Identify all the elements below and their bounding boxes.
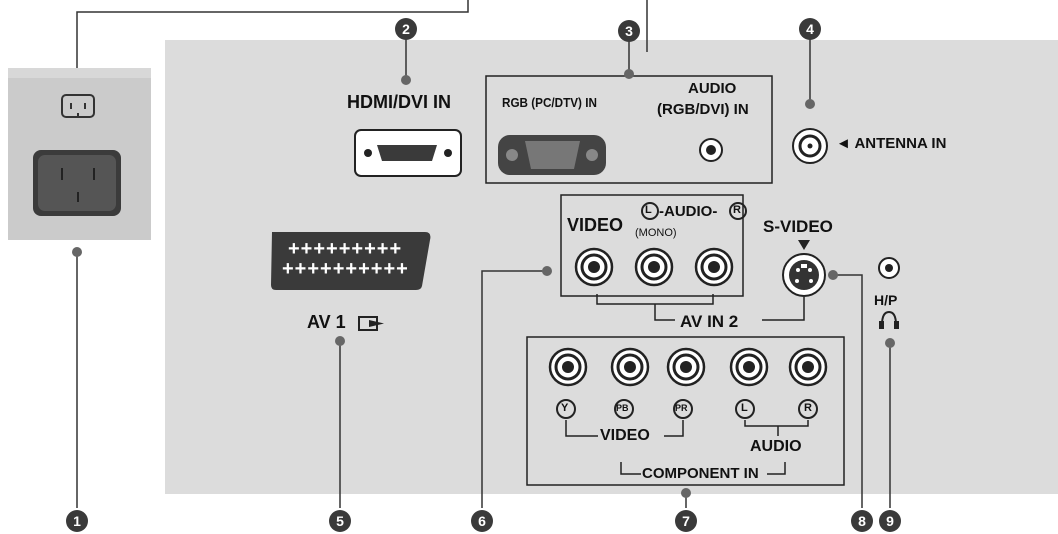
callout-7: 7: [675, 510, 697, 532]
comp-r-label: R: [804, 402, 812, 414]
comp-pb-label: PB: [616, 403, 629, 413]
hp-label: H/P: [874, 292, 898, 308]
callout-2: 2: [395, 18, 417, 40]
comp-y-label: Y: [561, 402, 569, 414]
av-in2-jacks: [574, 247, 734, 287]
audio-lr-label: -AUDIO-: [659, 203, 718, 220]
callout-4: 4: [799, 18, 821, 40]
comp-video-label: VIDEO: [600, 427, 650, 444]
audio-rgb-jack: [699, 138, 723, 162]
down-triangle-icon: [798, 240, 810, 250]
svideo-jack: [782, 253, 826, 297]
comp-l-label: L: [741, 402, 748, 414]
callout-5: 5: [329, 510, 351, 532]
audio-r-letter: R: [733, 204, 741, 216]
rgb-label: RGB (PC/DTV) IN: [502, 95, 597, 110]
audio-l-letter: L: [645, 204, 652, 216]
rgb-port: [498, 135, 606, 175]
callout-3: 3: [618, 20, 640, 42]
scart-out-icon: [358, 316, 384, 331]
callout-9: 9: [879, 510, 901, 532]
scart-pins-row1: +++++++++: [288, 238, 403, 260]
hdmi-port: [354, 129, 462, 177]
callout-6: 6: [471, 510, 493, 532]
antenna-label: ◄ ANTENNA IN: [836, 135, 947, 152]
comp-pr-label: PR: [675, 403, 688, 413]
headphone-jack: [878, 257, 900, 279]
video-label: VIDEO: [567, 215, 624, 235]
scart-pins-row2: ++++++++++: [282, 258, 409, 280]
component-jacks: [548, 347, 828, 387]
component-in-label: COMPONENT IN: [642, 465, 759, 482]
callout-8: 8: [851, 510, 873, 532]
audio-rgb-label-2: (RGB/DVI) IN: [657, 101, 749, 118]
antenna-jack: [792, 128, 828, 164]
scart-connector-icon: [271, 232, 431, 290]
hdmi-label: HDMI/DVI IN: [347, 92, 452, 112]
svideo-label: S-VIDEO: [763, 217, 833, 236]
callout-1: 1: [66, 510, 88, 532]
mono-label: (MONO): [635, 227, 677, 239]
audio-rgb-label-1: AUDIO: [688, 80, 737, 97]
ac-power-socket-icon: [33, 94, 121, 216]
av-in2-label: AV IN 2: [680, 312, 739, 331]
comp-audio-label: AUDIO: [750, 438, 802, 455]
headphone-icon: [879, 310, 899, 329]
av1-label: AV 1: [307, 312, 346, 332]
